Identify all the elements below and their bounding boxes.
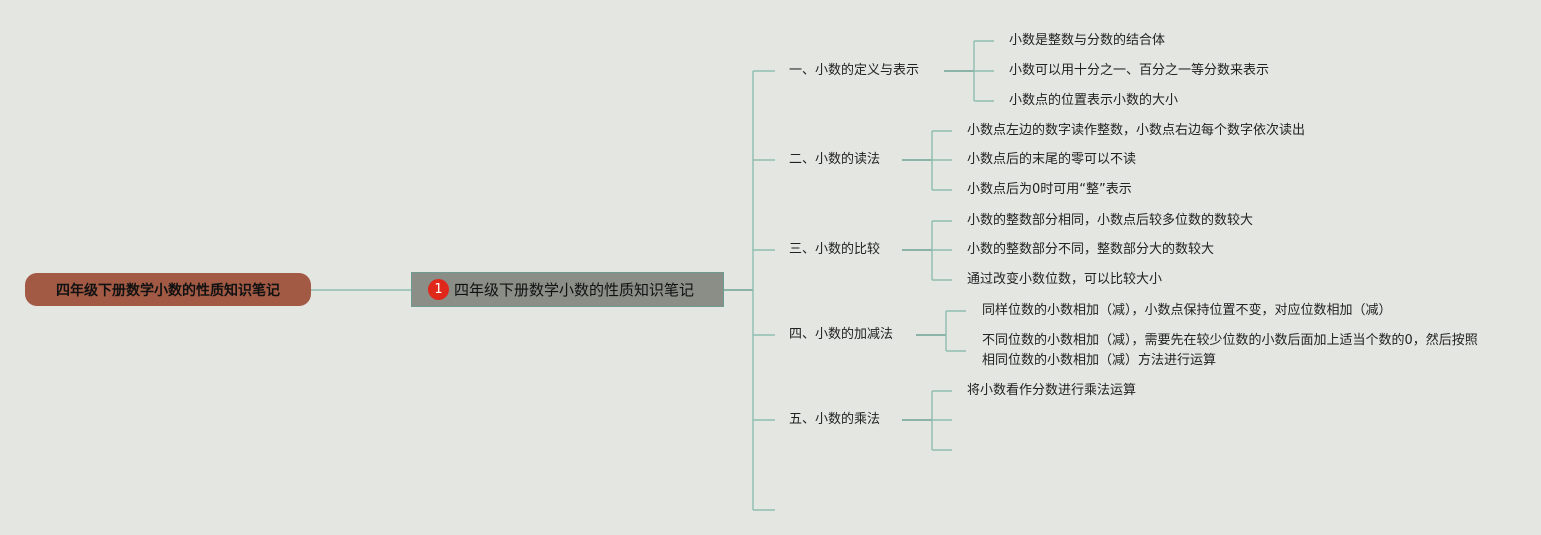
section-node-4[interactable]: 四、小数的加减法 [789, 327, 894, 342]
leaf-node[interactable]: 小数点的位置表示小数的大小 [1009, 93, 1179, 108]
connector-sec3-branch [931, 220, 952, 281]
leaf-node[interactable]: 小数的整数部分相同，小数点后较多位数的数较大 [967, 213, 1254, 228]
priority-badge: 1 [428, 279, 449, 300]
leaf-node[interactable]: 小数是整数与分数的结合体 [1009, 33, 1166, 48]
leaf-node[interactable]: 通过改变小数位数，可以比较大小 [967, 272, 1163, 287]
central-topic-label: 四年级下册数学小数的性质知识笔记 [454, 281, 695, 299]
leaf-node[interactable]: 小数点后的末尾的零可以不读 [967, 152, 1137, 167]
leaf-node[interactable]: 小数点后为0时可用“整”表示 [967, 182, 1132, 197]
section-node-3[interactable]: 三、小数的比较 [789, 242, 881, 257]
root-node-label: 四年级下册数学小数的性质知识笔记 [56, 282, 280, 299]
connector-sec1-branch [973, 40, 994, 102]
section-node-5[interactable]: 五、小数的乘法 [789, 412, 881, 427]
connector-sec4-branch [945, 310, 966, 352]
leaf-node[interactable]: 小数可以用十分之一、百分之一等分数来表示 [1009, 63, 1270, 78]
section-node-1[interactable]: 一、小数的定义与表示 [789, 63, 920, 78]
leaf-node[interactable]: 同样位数的小数相加（减），小数点保持位置不变，对应位数相加（减） [982, 303, 1392, 318]
connector-sec2-branch [931, 130, 952, 191]
leaf-node[interactable]: 不同位数的小数相加（减），需要先在较少位数的小数后面加上适当个数的0，然后按照相… [982, 333, 1478, 368]
root-node[interactable]: 四年级下册数学小数的性质知识笔记 [25, 273, 311, 306]
connector-sec5-branch [931, 390, 952, 451]
leaf-node[interactable]: 小数点左边的数字读作整数，小数点右边每个数字依次读出 [967, 123, 1306, 138]
leaf-node[interactable]: 将小数看作分数进行乘法运算 [967, 383, 1137, 398]
central-topic-node[interactable]: 1 四年级下册数学小数的性质知识笔记 [411, 272, 724, 307]
leaf-node[interactable]: 小数的整数部分不同，整数部分大的数较大 [967, 242, 1215, 257]
section-node-2[interactable]: 二、小数的读法 [789, 152, 881, 167]
